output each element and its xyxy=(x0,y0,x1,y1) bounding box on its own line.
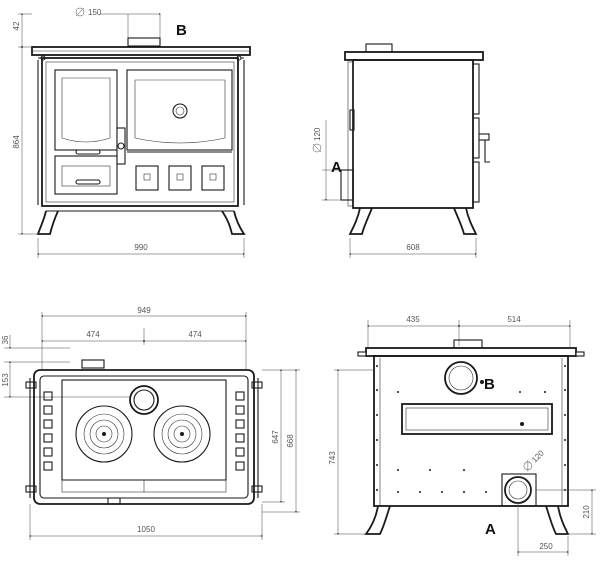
front-width: 990 xyxy=(134,243,148,252)
rear-view: 435 514 B xyxy=(328,315,596,556)
rear-right-leg xyxy=(545,505,570,535)
top-half-left: 474 xyxy=(86,330,100,339)
side-body xyxy=(352,59,474,209)
oven-thermometer-icon xyxy=(172,103,188,119)
rear-left-leg xyxy=(364,505,391,535)
side-front-leg xyxy=(453,207,478,235)
side-rear-leg xyxy=(348,207,373,235)
front-left-leg xyxy=(36,210,59,235)
top-left-burner-icon xyxy=(75,405,133,463)
side-inlet-diameter: 120 xyxy=(313,127,322,141)
top-right-burner-icon xyxy=(153,405,211,463)
side-top-plate xyxy=(344,51,484,61)
rear-top-plate xyxy=(365,347,577,357)
top-offset-top: 36 xyxy=(1,335,10,344)
front-vent-2 xyxy=(168,165,192,191)
top-width-base: 1050 xyxy=(137,525,155,534)
rear-air-inlet xyxy=(504,476,532,504)
top-view: 949 474 474 36 153 xyxy=(1,306,300,540)
label-b-front: B xyxy=(176,22,187,39)
side-depth: 608 xyxy=(406,243,420,252)
front-flue-collar xyxy=(127,37,161,47)
rear-oven-panel xyxy=(401,403,553,435)
side-air-inlet xyxy=(340,169,354,201)
front-vent-3 xyxy=(201,165,225,191)
rear-inlet-height: 210 xyxy=(582,505,591,519)
top-depth-outer: 668 xyxy=(286,434,295,448)
diameter-symbol-icon xyxy=(75,7,85,17)
rear-inlet-offset: 250 xyxy=(539,542,553,551)
rear-right-offset: 514 xyxy=(507,315,521,324)
front-right-leg xyxy=(221,210,246,235)
front-vent-1 xyxy=(135,165,159,191)
side-door-handle-icon xyxy=(478,133,490,141)
rear-height: 743 xyxy=(328,451,337,465)
top-width-overall: 949 xyxy=(137,306,151,315)
rear-left-offset: 435 xyxy=(406,315,420,324)
rear-body xyxy=(373,355,569,507)
rear-inlet-diameter: 120 xyxy=(530,448,546,464)
label-a-rear: A xyxy=(485,521,496,538)
front-oven-door xyxy=(126,69,233,151)
top-offset-left: 153 xyxy=(1,373,10,387)
front-body-height: 864 xyxy=(12,135,21,149)
front-flue-diameter: 150 xyxy=(88,8,102,17)
front-top-height: 42 xyxy=(12,21,21,30)
label-a-side: A xyxy=(331,159,342,176)
label-b-rear: B xyxy=(484,376,495,393)
rear-flue-outlet xyxy=(444,361,478,395)
top-flue-opening xyxy=(129,385,159,415)
top-outer-rim xyxy=(33,369,255,505)
side-flue-collar xyxy=(365,43,393,53)
front-firebox-door xyxy=(54,69,118,151)
side-view: 120 A 608 xyxy=(312,43,490,258)
top-half-right: 474 xyxy=(188,330,202,339)
top-depth-inner: 647 xyxy=(271,430,280,444)
front-view: 150 B 42 864 990 xyxy=(12,7,251,258)
front-ash-door xyxy=(54,155,118,195)
